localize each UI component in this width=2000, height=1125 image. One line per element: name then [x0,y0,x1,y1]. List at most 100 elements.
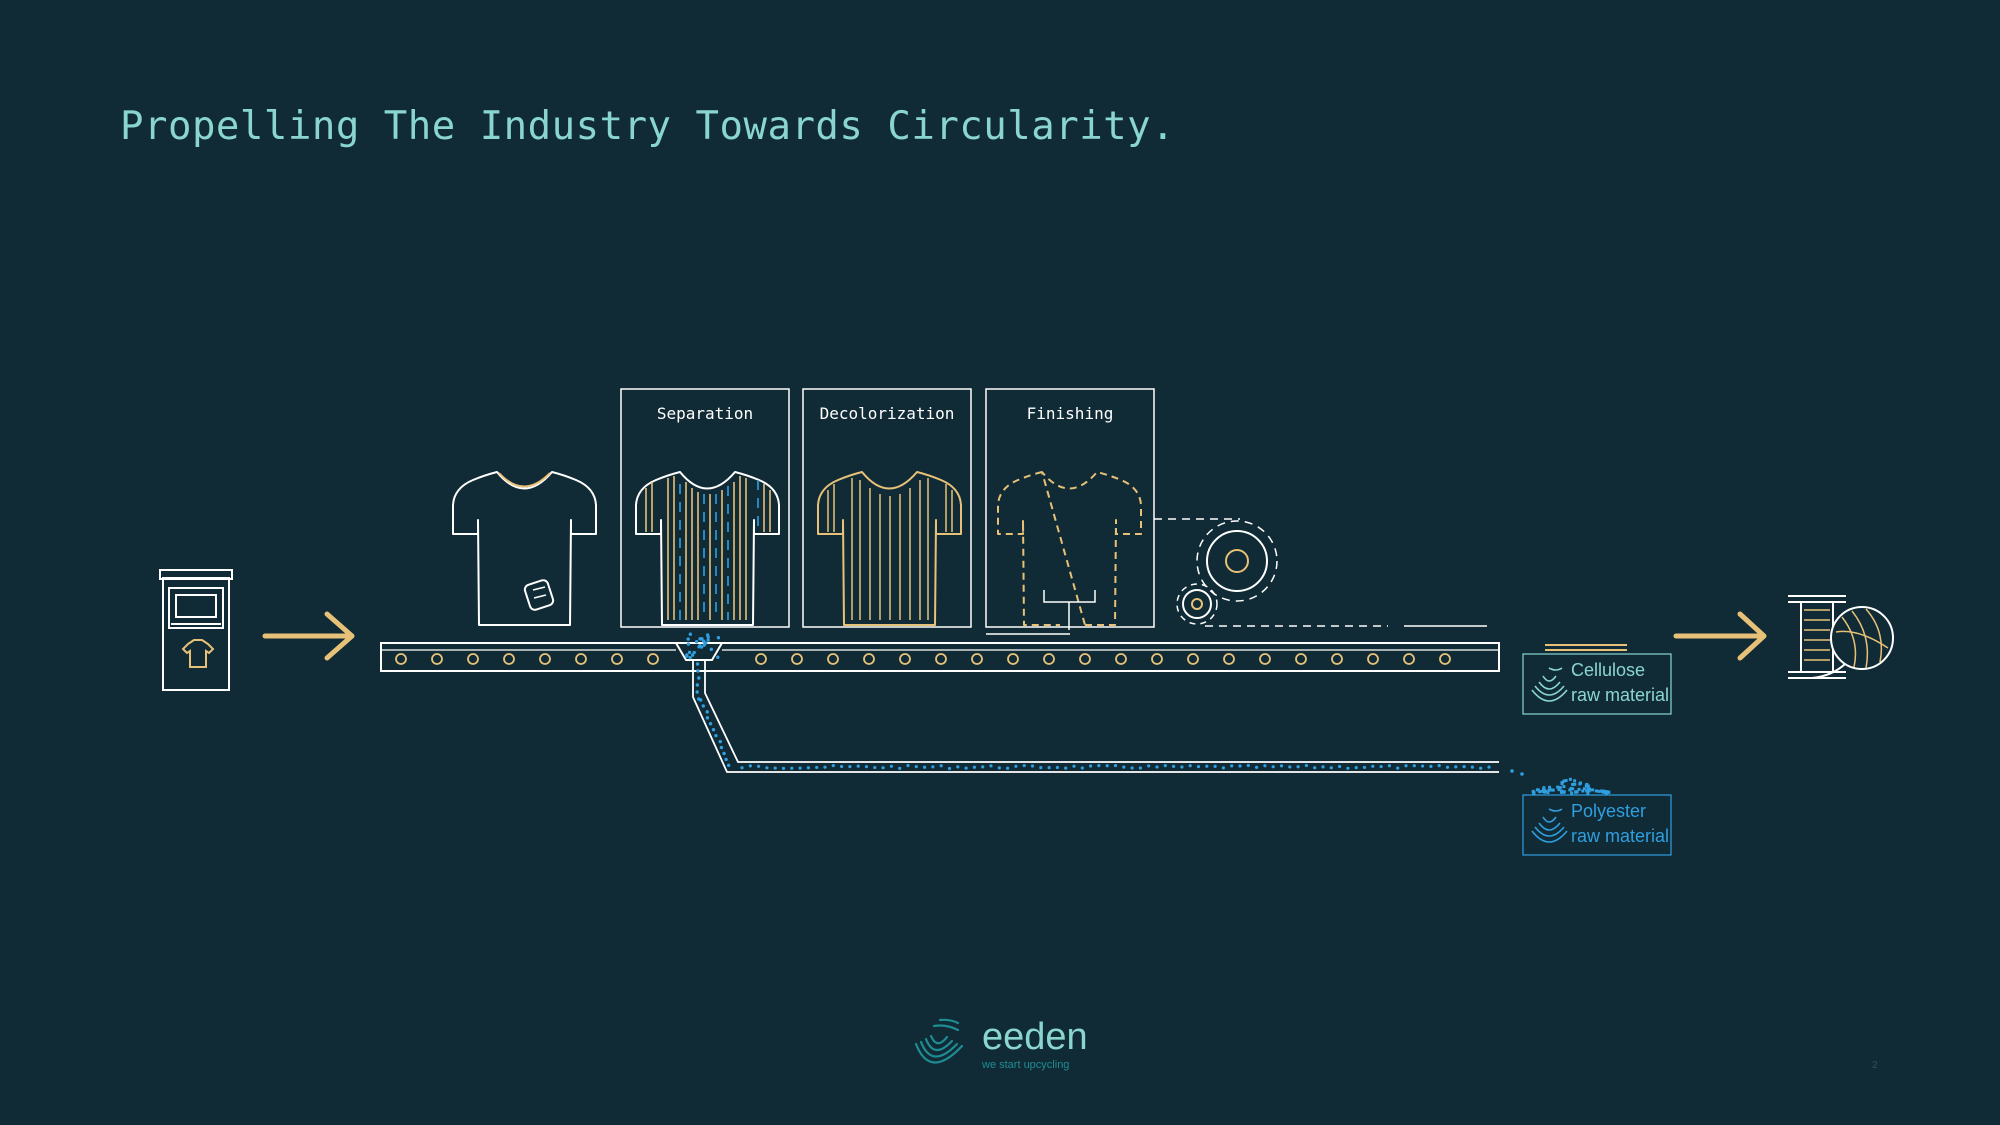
polyester-particle [889,764,894,768]
polyester-particle [1354,766,1358,770]
polyester-granule [1558,786,1562,790]
polyester-particle [1006,766,1010,770]
polyester-particle [757,764,761,768]
polyester-particle [1387,764,1391,768]
polyester-particle [1396,766,1400,770]
polyester-granule [1591,788,1595,792]
polyester-particle [1205,764,1209,768]
polyester-particle [706,635,710,639]
polyester-particle [1238,764,1242,768]
polyester-pile [1531,777,1611,795]
polyester-particle [906,763,910,768]
polyester-particle [1510,769,1514,773]
cellulose-fibers [1545,644,1627,651]
polyester-particle [931,765,935,769]
polyester-particle [694,640,699,644]
belt-roller [575,653,587,665]
polyester-granule [1585,782,1589,786]
brand-tagline: we start upcycling [982,1058,1070,1071]
cellulose-label-line2: raw material [1571,685,1669,705]
stage-box-decolorization: Decolorization [802,388,972,628]
tshirt-icon [635,471,780,626]
polyester-granule [1542,788,1546,792]
polyester-particles [685,632,1524,776]
belt-roller [503,653,515,665]
polyester-particle [1404,764,1408,768]
polyester-particle [740,766,744,770]
polyester-particle [1047,765,1051,770]
polyester-particle [716,655,720,659]
polyester-granule [1562,779,1566,783]
polyester-particle [1064,766,1068,770]
polyester-granule [1578,782,1582,786]
polyester-particle [1155,765,1159,769]
polyester-particle [709,647,714,652]
polyester-particle [697,645,701,649]
polyester-granule [1547,788,1551,792]
polyester-particle [688,655,692,660]
belt-roller [1223,653,1235,665]
polyester-granule [1584,784,1588,788]
polyester-particle [1338,764,1342,769]
polyester-particle [831,763,835,768]
polyester-particle [1188,764,1192,768]
polyester-granule [1586,791,1590,795]
polyester-particle [1454,765,1458,769]
polyester-granule [1532,790,1536,794]
belt-roller [539,653,551,665]
polyester-particle [722,751,726,756]
polyester-particle [1213,764,1217,768]
arrow-right-icon [1673,611,1767,661]
belt-roller [611,653,623,665]
brand-name: eeden [982,1015,1088,1058]
belt-roller [899,653,911,665]
polyester-particle [686,637,690,641]
belt-roller [647,653,659,665]
belt-roller [1367,653,1379,665]
polyester-particle [696,669,700,673]
polyester-particle [701,704,705,708]
belt-roller [1007,653,1019,665]
polyester-particle [1437,763,1441,768]
conveyor-belt [380,642,1500,672]
polyester-granule [1586,784,1590,788]
polyester-particle [690,653,695,657]
belt-roller [1187,653,1199,665]
polyester-particle [1138,766,1142,770]
stage-box-separation: Separation [620,388,790,628]
polyester-particle [1246,763,1250,768]
polyester-particle [1172,764,1176,768]
polyester-particle [840,764,844,769]
belt-roller [863,653,875,665]
slide-title: Propelling The Industry Towards Circular… [120,104,1176,149]
polyester-particle [699,698,703,702]
cellulose-label-line1: Cellulose [1571,660,1645,680]
polyester-particle [1321,765,1325,769]
belt-roller [1043,653,1055,665]
polyester-particle [1379,764,1383,769]
polyester-particle [705,710,709,714]
polyester-granule [1577,787,1581,791]
polyester-particle [1039,766,1043,770]
thread-spool-yarn-icon [1788,595,1894,679]
polyester-particle [1089,764,1093,768]
stage-box-finishing: Finishing [985,388,1155,628]
polyester-particle [1412,764,1416,768]
belt-roller [971,653,983,665]
eeden-logo-icon [1531,667,1568,702]
tshirt-icon [817,471,962,626]
polyester-particle [1279,764,1284,768]
polyester-granule [1573,782,1577,786]
polyester-granule [1586,786,1590,790]
polyester-granule [1587,787,1591,791]
cellulose-output-box: Cellulose raw material [1522,653,1672,715]
polyester-particle [1288,765,1292,769]
polyester-particle [873,765,877,770]
polyester-particle [1122,765,1126,769]
polyester-particle [1421,764,1425,768]
eeden-logo: eeden we start upcycling [912,1014,1088,1074]
polyester-particle [1022,763,1026,768]
belt-roller [1439,653,1451,665]
polyester-particle [716,636,721,640]
